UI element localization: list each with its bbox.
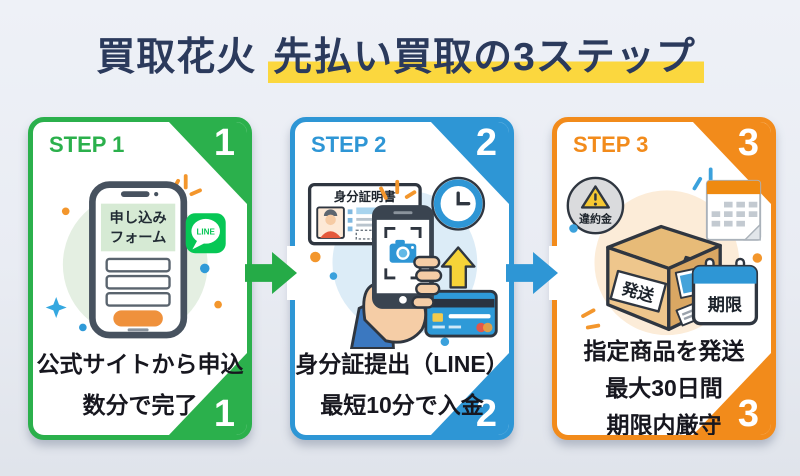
calendar-icon — [705, 179, 762, 241]
step1-caption: 公式サイトから申込 数分で完了 — [33, 344, 247, 426]
step3-caption: 指定商品を発送 最大30日間 期限内厳守 — [557, 333, 771, 438]
blue-dot — [200, 263, 210, 274]
step2-illustration: 身分証明書 — [307, 176, 498, 349]
caption-line: 公式サイトから申込 — [36, 351, 244, 377]
step1-illustration: 申し込み フォーム LINE — [45, 174, 226, 339]
penalty-label: 違約金 — [579, 212, 613, 226]
star-sparkle-icon — [45, 297, 67, 318]
orange-dot — [61, 207, 70, 216]
caption-line: 数分で完了 — [82, 392, 198, 418]
caption-line: 最短10分で入金 — [320, 392, 484, 418]
page-title: 買取花火 先払い買取の3ステップ — [0, 26, 800, 83]
orange-dot — [752, 253, 763, 263]
form-field — [105, 291, 171, 307]
phone-illustration: 申し込み フォーム — [89, 181, 188, 339]
step2-label: STEP 2 — [311, 132, 387, 157]
step3-label: STEP 3 — [573, 132, 649, 157]
step1-card: STEP 1 1 1 申し込み フォーム — [28, 117, 252, 440]
submit-button-shape — [113, 310, 163, 327]
step1-number: 1 — [213, 122, 235, 164]
clock-icon — [431, 176, 486, 231]
orange-dot — [214, 300, 222, 309]
line-icon-text: LINE — [197, 228, 216, 237]
caption-line: 身分証提出（LINE） — [295, 351, 509, 377]
phone-form-title-line2: フォーム — [110, 230, 167, 246]
caption-line: 期限内厳守 — [606, 412, 722, 438]
blue-dot — [329, 272, 338, 280]
step3-number-bottom: 3 — [737, 393, 759, 435]
title-brand: 買取花火 — [96, 36, 257, 79]
blue-dot — [440, 337, 450, 347]
line-app-icon: LINE — [185, 213, 226, 254]
form-field — [105, 257, 171, 273]
sparkle-icon — [692, 167, 713, 191]
step2-card: STEP 2 2 2 身分証明書 — [290, 117, 514, 440]
step2-caption: 身分証提出（LINE） 最短10分で入金 — [295, 344, 509, 426]
title-highlight: 先払い買取の3ステップ — [268, 36, 704, 83]
step3-card: STEP 3 3 3 — [552, 117, 776, 440]
blue-dot — [79, 323, 87, 332]
step1-number-bottom: 1 — [213, 393, 235, 435]
form-field — [105, 274, 171, 290]
step3-illustration: 違約金 発送 — [566, 167, 763, 336]
phone-form-title-line1: 申し込み — [110, 209, 167, 227]
step2-number-bottom: 2 — [475, 393, 497, 435]
blue-dot — [569, 224, 578, 233]
step2-number: 2 — [475, 122, 497, 164]
orange-dot — [310, 251, 321, 263]
hand-with-phone — [349, 205, 443, 349]
deadline-calendar: 期限 — [691, 257, 759, 326]
id-card-title: 身分証明書 — [334, 189, 396, 204]
step1-label: STEP 1 — [49, 132, 125, 157]
credit-card — [424, 289, 498, 338]
penalty-warning-badge: 違約金 — [566, 176, 625, 235]
caption-line: 最大30日間 — [605, 375, 723, 401]
sparkle-icon — [581, 308, 601, 330]
step3-number: 3 — [737, 122, 759, 164]
caption-line: 指定商品を発送 — [583, 338, 745, 364]
upload-arrow-icon — [440, 246, 476, 289]
deadline-label: 期限 — [708, 294, 743, 314]
sparkle-icon — [379, 179, 417, 200]
